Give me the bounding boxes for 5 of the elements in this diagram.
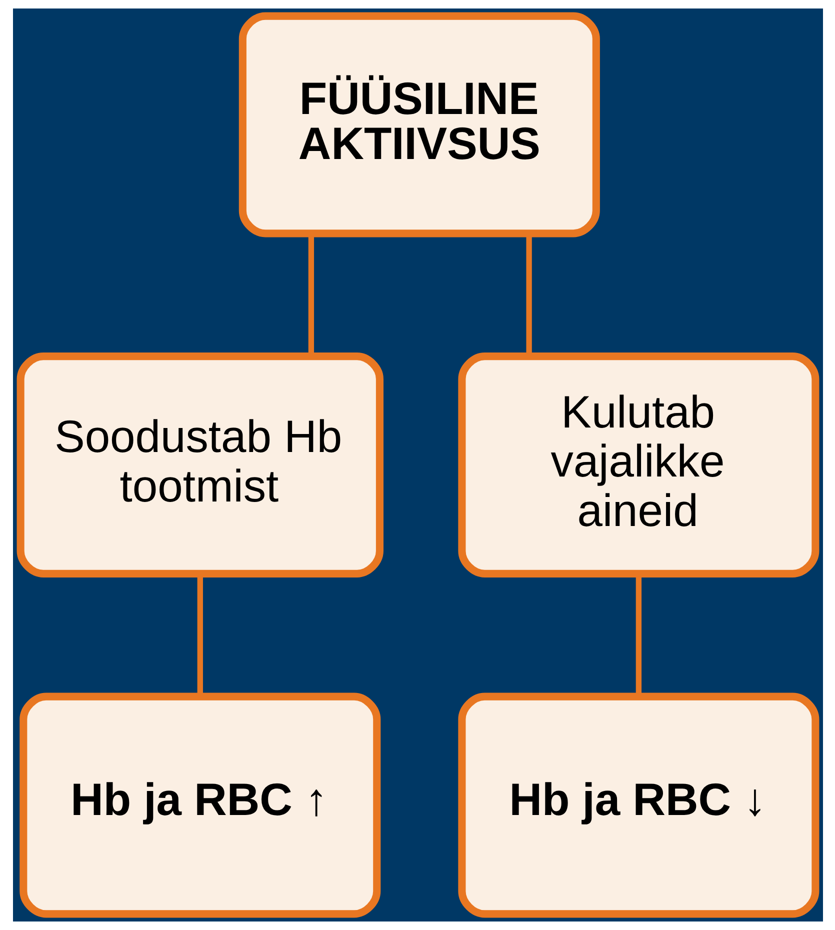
node-box: Kulutab vajalikke aineid [458,352,819,578]
node-box: FÜÜSILINE AKTIIVSUS [238,12,600,238]
node-box: Hb ja RBC ↓ [458,692,819,918]
node-box: Hb ja RBC ↑ [19,692,380,918]
node-box: Soodustab Hb tootmist [16,352,383,578]
